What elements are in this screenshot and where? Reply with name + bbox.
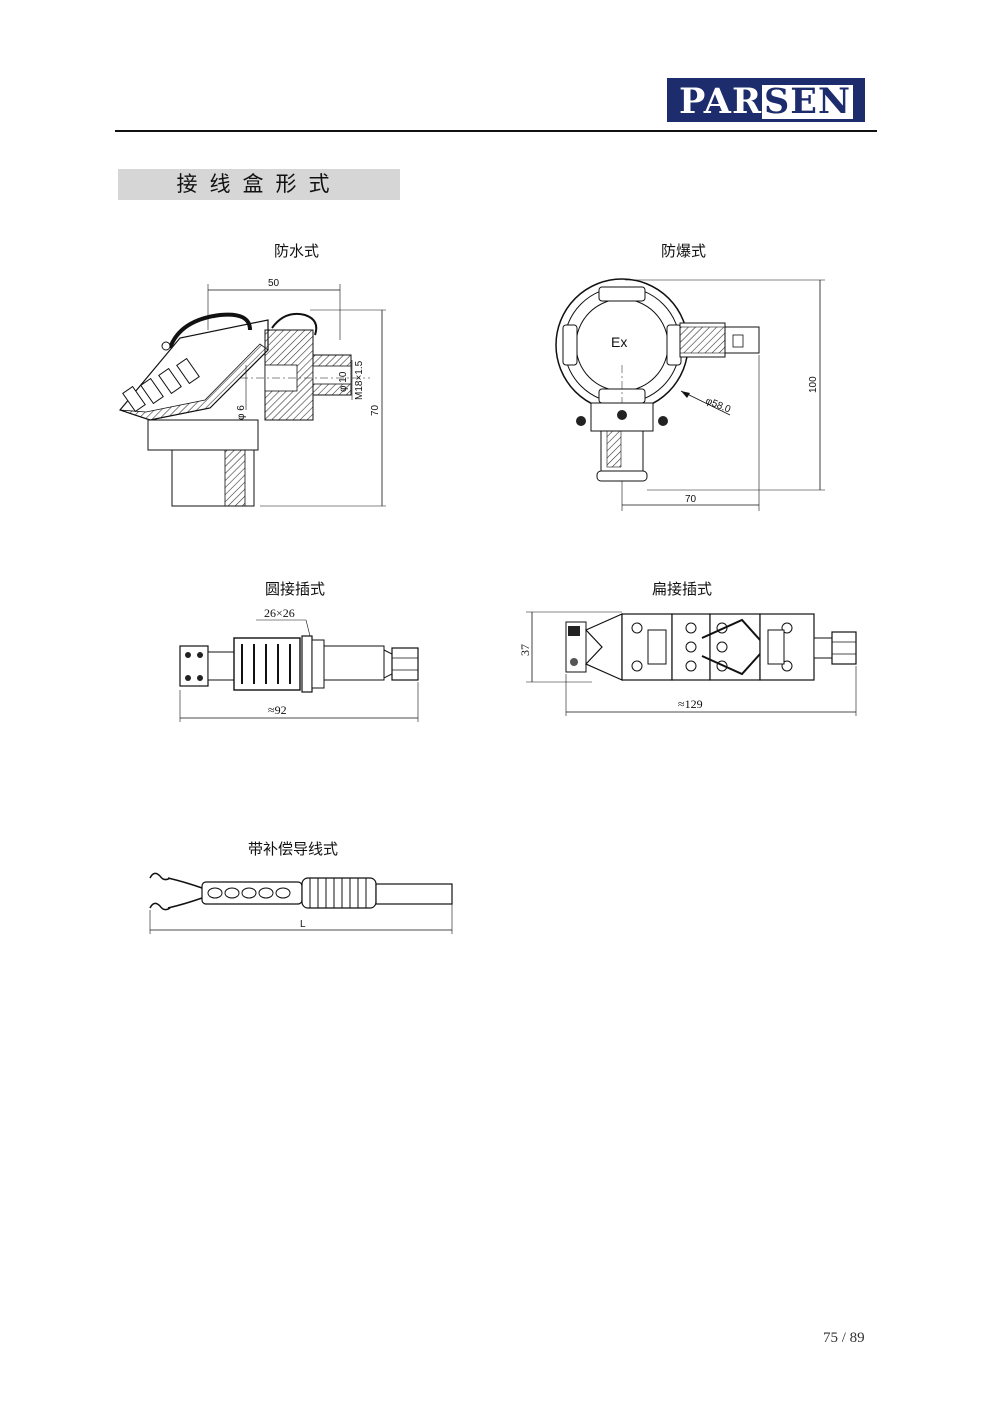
dim-phi58: φ58.0 xyxy=(704,396,733,416)
dim-70-explosion: 70 xyxy=(685,494,697,505)
waterproof-drawing: 50 70 φ 6 φ 10 M18×1.5 xyxy=(118,278,386,507)
section-title: 接线盒形式 xyxy=(118,169,400,200)
caption-round-plug: 圆接插式 xyxy=(265,580,326,598)
dim-26x26: 26×26 xyxy=(264,606,295,620)
header-rule xyxy=(115,130,877,132)
dim-37: 37 xyxy=(518,644,532,656)
caption-waterproof: 防水式 xyxy=(274,242,320,260)
caption-flat-plug: 扁接插式 xyxy=(652,580,713,598)
dim-m18: M18×1.5 xyxy=(354,360,365,400)
parsen-logo: PARSEN xyxy=(667,78,865,122)
dim-50: 50 xyxy=(268,278,280,289)
round-plug-drawing: 26×26 ≈92 xyxy=(179,606,419,722)
dim-100: 100 xyxy=(808,376,819,393)
ex-mark: Ex xyxy=(611,334,627,350)
caption-comp-wire: 带补偿导线式 xyxy=(248,840,339,858)
dim-70: 70 xyxy=(370,404,381,416)
dim-phi10: φ 10 xyxy=(338,371,349,392)
comp-wire-drawing: L xyxy=(149,872,453,934)
dim-92: ≈92 xyxy=(268,703,287,717)
logo-text-left: PAR xyxy=(679,81,763,122)
dim-L: L xyxy=(300,919,306,930)
logo-text-highlight: SEN xyxy=(762,81,853,122)
page-number: 75 / 89 xyxy=(823,1330,865,1346)
flat-plug-drawing: 37 ≈129 xyxy=(518,611,857,716)
caption-explosion-proof: 防爆式 xyxy=(661,242,707,260)
dim-phi6: φ 6 xyxy=(236,405,247,420)
explosion-proof-drawing: Ex φ58.0 100 70 xyxy=(555,278,825,511)
dim-129: ≈129 xyxy=(678,697,703,711)
